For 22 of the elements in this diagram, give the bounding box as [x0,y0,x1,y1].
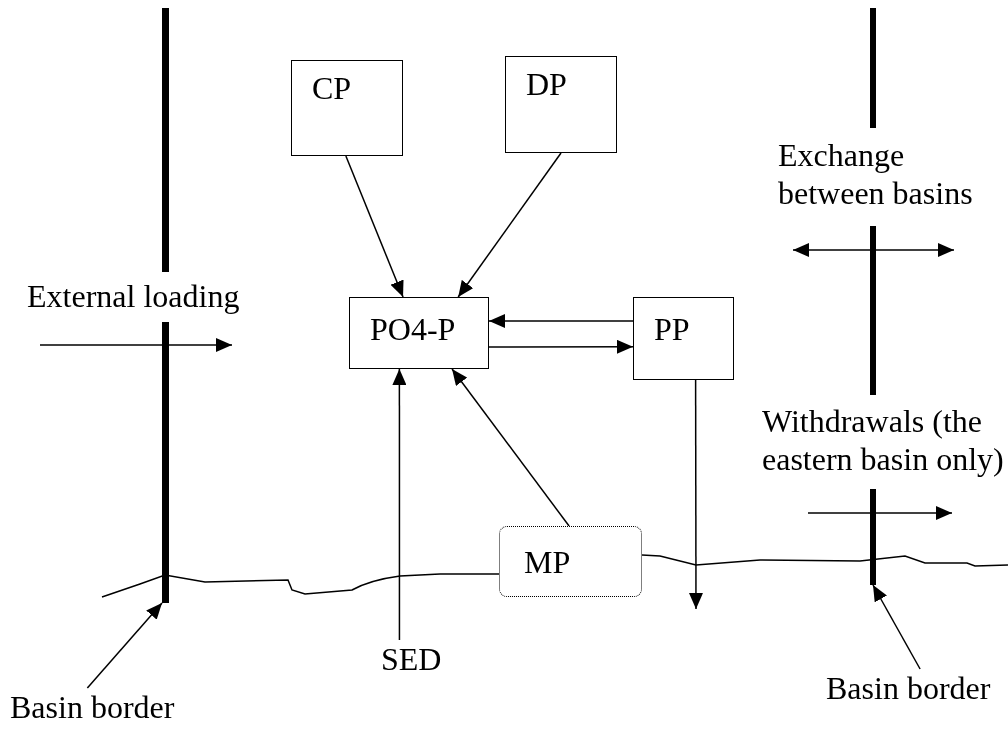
arrow [488,339,634,354]
flow-label: Withdrawals (the eastern basin only) [762,402,1005,479]
process-box: CP [291,60,403,156]
arrow [345,155,404,298]
leader-line [872,584,921,670]
basin-border-bar [870,489,876,585]
dotted-box: MP [499,526,642,597]
node-text: Basin border [826,669,998,707]
flow-label: External loading [27,277,241,316]
process-box: PO4-P [349,297,489,369]
arrow [451,368,570,527]
arrow [392,368,407,641]
arrow [457,152,562,298]
process-box: DP [505,56,617,153]
basin-border-bar [162,322,169,603]
node-text: SED [381,640,447,678]
leader-line [86,602,163,689]
arrow [688,379,703,610]
flow-label: Exchange between basins [778,136,974,213]
arrow [488,314,634,328]
process-box: PP [633,297,734,380]
node-text: Basin border [10,688,180,726]
